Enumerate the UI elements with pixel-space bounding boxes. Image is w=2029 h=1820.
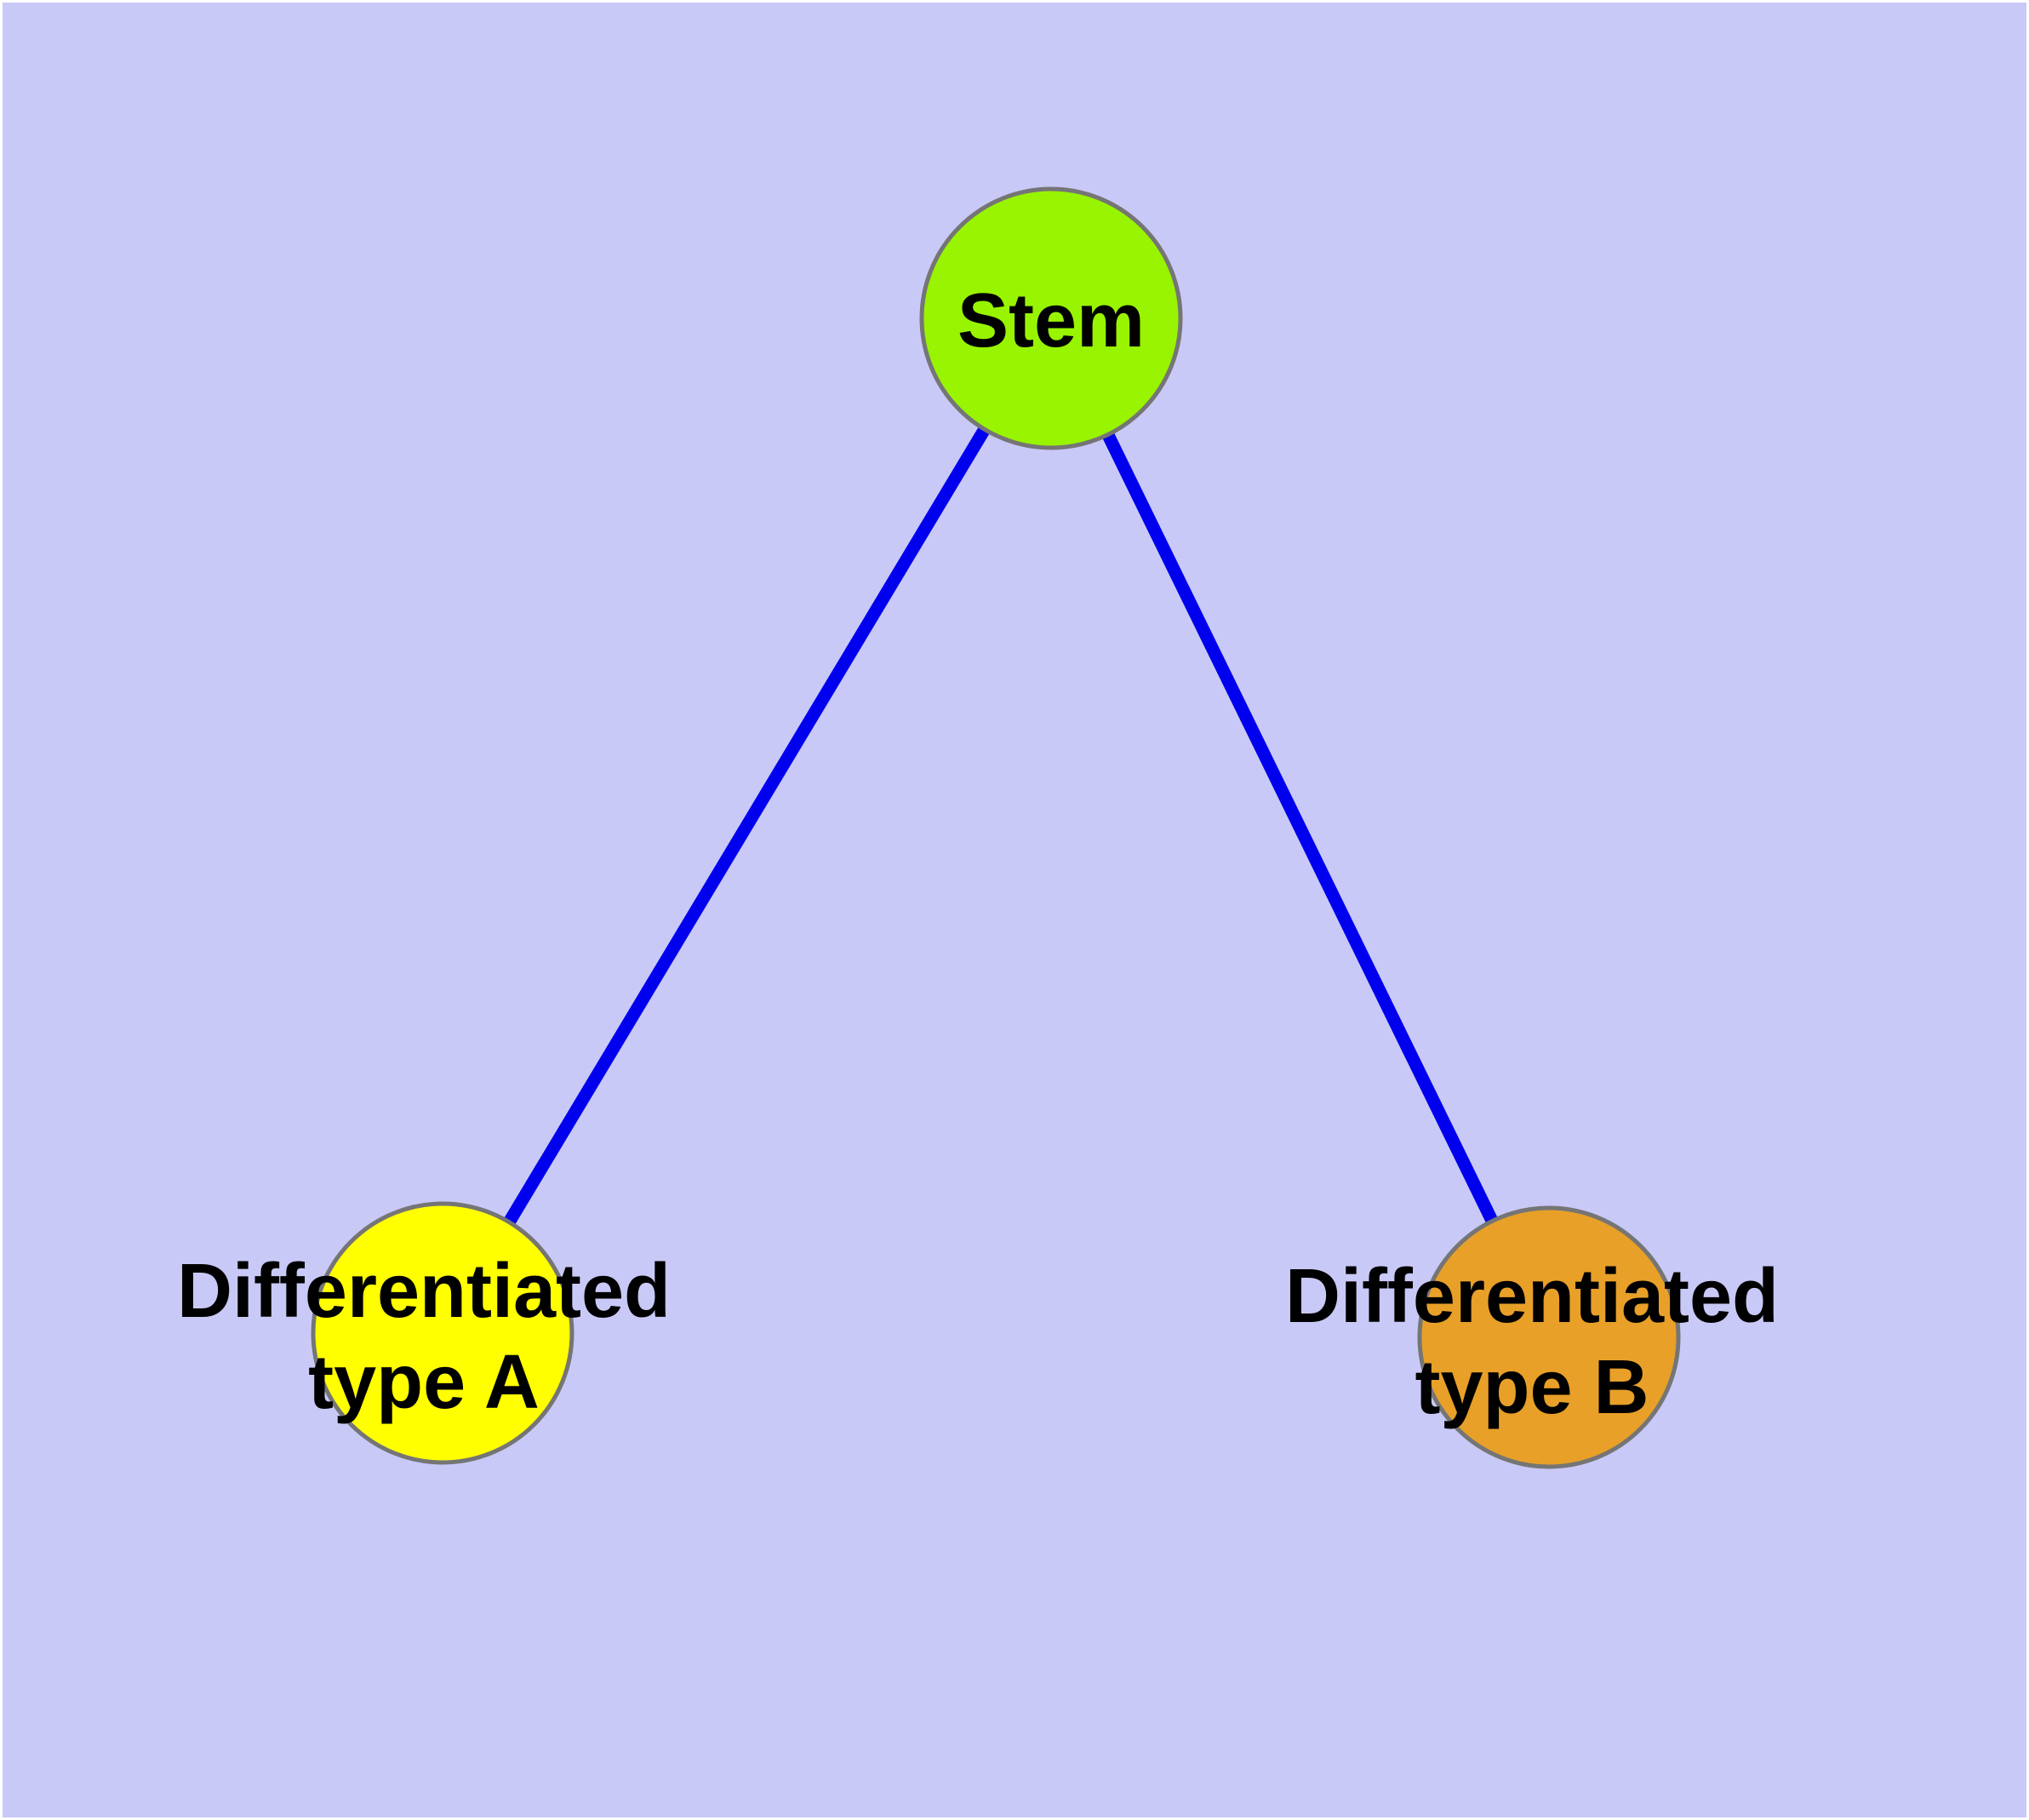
node-type-b-circle bbox=[1417, 1205, 1681, 1469]
node-stem-circle bbox=[919, 186, 1183, 450]
node-type-a-label-line2: type A bbox=[308, 1340, 540, 1425]
edge-stem-to-type-b bbox=[1045, 315, 1555, 1341]
node-stem-label: Stem bbox=[957, 278, 1145, 363]
edge-stem-to-type-a bbox=[437, 315, 1057, 1336]
node-type-b-label-line1: Differentiated bbox=[1285, 1254, 1779, 1339]
node-type-a-circle bbox=[311, 1201, 574, 1465]
node-type-a-label-line1: Differentiated bbox=[177, 1249, 671, 1334]
node-type-b-label-line2: type B bbox=[1415, 1345, 1649, 1430]
